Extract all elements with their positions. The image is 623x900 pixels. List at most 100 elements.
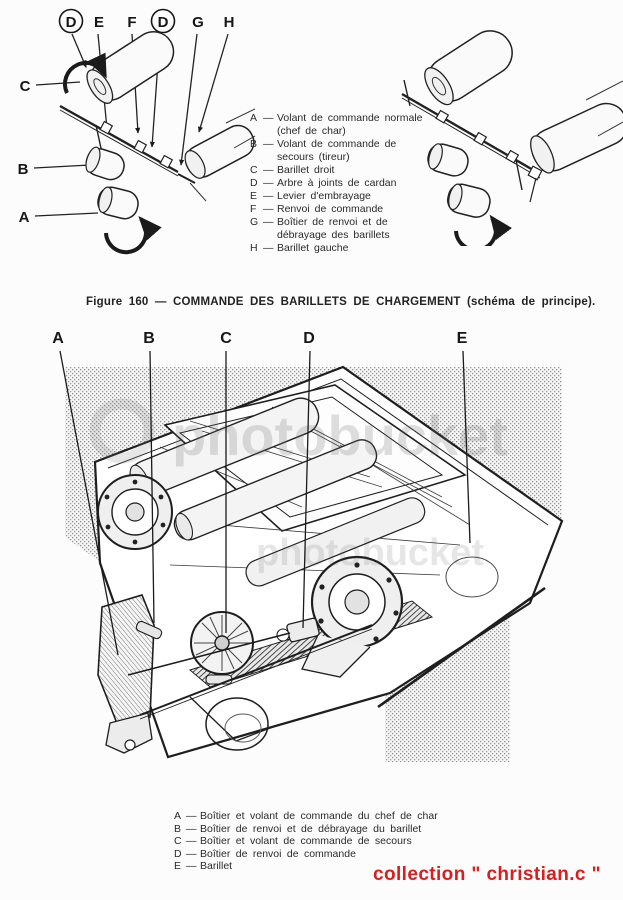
legend-item: D — Boîtier de renvoi de commande <box>174 848 438 861</box>
legend-text: Arbre à joints de cardan <box>277 177 397 189</box>
legend-letter: D <box>174 847 182 860</box>
legend-text: Boîtier et volant de commande de secours <box>200 835 412 848</box>
photobucket-watermark: photobucket photobucket <box>89 398 508 574</box>
cut-lines <box>189 108 256 202</box>
barillet-drawing <box>424 30 513 106</box>
watermark-text: photobucket <box>172 404 508 467</box>
cardan-shaft-drawing <box>59 104 196 184</box>
cutaway-figure: photobucket photobucket A B C D E <box>52 330 564 762</box>
shaft-fittings <box>527 165 543 203</box>
legend-text: Barillet <box>200 860 233 873</box>
fig1-label-C: C <box>20 78 31 95</box>
legend-dash: — <box>263 216 274 228</box>
figure-caption: Figure 160 — COMMANDE DES BARILLETS DE C… <box>86 296 596 308</box>
road-wheel <box>445 556 499 598</box>
legend-text: Boîtier de renvoi de commande <box>200 847 356 860</box>
legend-text: Barillet gauche <box>277 242 349 254</box>
circle-around-D <box>58 8 84 34</box>
legend-top: A — Volant de commande normale (chef de … <box>250 112 428 255</box>
legend-text: Boîtier de renvoi et de débrayage du bar… <box>200 822 422 835</box>
circle-around-D <box>150 8 176 34</box>
schematic-left: D E F D G H C B A <box>18 8 256 255</box>
legend-dash: — <box>263 138 274 150</box>
schematic-right <box>401 30 623 246</box>
legend-letter: G <box>250 216 259 228</box>
legend-dash: — <box>263 112 274 124</box>
leader-lines <box>59 350 471 656</box>
legend-text: Levier d'embrayage <box>277 190 371 202</box>
legend-text: Volant de commande de secours (tireur) <box>277 138 397 163</box>
legend-letter: D <box>250 177 258 189</box>
cardan-shaft-drawing <box>401 79 541 191</box>
legend-letter: C <box>250 164 258 176</box>
legend-letter: B <box>250 138 258 150</box>
legend-letter: A <box>250 112 258 124</box>
legend-letter: C <box>174 835 182 848</box>
handwheel-disc <box>190 611 254 685</box>
legend-dash: — <box>263 203 274 215</box>
handwheel-drawing <box>446 183 491 218</box>
legend-item: F — Renvoi de commande <box>250 203 428 216</box>
legend-item: E — Barillet <box>174 860 438 873</box>
legend-dash: — <box>186 822 197 835</box>
legend-bottom: A — Boîtier et volant de commande du che… <box>174 810 438 873</box>
barillet-gauche-drawing <box>184 124 255 179</box>
fig1-label-A: A <box>19 209 30 226</box>
collection-stamp: collection " christian.c " <box>373 864 601 885</box>
rotation-arrow <box>104 215 162 255</box>
road-wheel <box>205 697 269 751</box>
legend-item: A — Volant de commande normale (chef de … <box>250 112 428 138</box>
legend-text: Renvoi de commande <box>277 203 384 215</box>
fig1-label-B: B <box>18 161 29 178</box>
fig1-label-G: G <box>192 14 204 31</box>
legend-dash: — <box>263 164 274 176</box>
fig1-label-H: H <box>224 14 235 31</box>
legend-item: B — Volant de commande de secours (tireu… <box>250 138 428 164</box>
legend-dash: — <box>186 835 197 848</box>
linkage-rods <box>127 624 373 742</box>
flange-left <box>97 474 173 550</box>
legend-letter: F <box>250 203 257 215</box>
handwheel-normale-drawing <box>97 186 139 220</box>
rotation-arrow <box>63 52 107 94</box>
legend-item: C — Barillet droit <box>250 164 428 177</box>
legend-dash: — <box>263 177 274 189</box>
flange-center <box>301 555 404 678</box>
fig3-label-B: B <box>143 330 155 347</box>
legend-item: B — Boîtier de renvoi et de débrayage du… <box>174 823 438 836</box>
fig3-label-A: A <box>52 330 64 347</box>
legend-dash: — <box>186 810 197 822</box>
legend-text: Boîtier de renvoi et de débrayage des ba… <box>277 216 390 241</box>
watermark-text: photobucket <box>256 532 484 574</box>
legend-item: H — Barillet gauche <box>250 242 428 255</box>
handwheel-drawing <box>427 143 469 177</box>
legend-dash: — <box>263 190 274 202</box>
fig3-label-D: D <box>303 330 315 347</box>
legend-item: D — Arbre à joints de cardan <box>250 177 428 190</box>
legend-text: Barillet droit <box>277 164 335 176</box>
fig1-label-E: E <box>94 14 104 31</box>
barillet-tubes <box>129 397 426 587</box>
legend-item: E — Levier d'embrayage <box>250 190 428 203</box>
fig3-label-C: C <box>220 330 232 347</box>
photobucket-logo-icon <box>89 398 155 464</box>
fig1-label-D1: D <box>66 14 77 31</box>
gearbox-left <box>97 594 163 754</box>
fig3-label-E: E <box>457 330 468 347</box>
legend-item: C — Boîtier et volant de commande de sec… <box>174 835 438 848</box>
legend-letter: E <box>250 190 258 202</box>
legend-dash: — <box>263 242 274 254</box>
handwheel-secours-drawing <box>85 146 125 181</box>
legend-letter: B <box>174 822 182 835</box>
legend-dash: — <box>186 860 197 873</box>
legend-item: A — Boîtier et volant de commande du che… <box>174 810 438 823</box>
legend-dash: — <box>186 847 197 860</box>
legend-letter: A <box>174 810 182 822</box>
fig1-label-D2: D <box>158 14 169 31</box>
legend-letter: H <box>250 242 258 254</box>
legend-text: Volant de commande normale (chef de char… <box>277 112 423 137</box>
rotation-arrow <box>454 214 512 246</box>
fig1-label-F: F <box>127 14 136 31</box>
legend-text: Boîtier et volant de commande du chef de… <box>200 810 438 822</box>
